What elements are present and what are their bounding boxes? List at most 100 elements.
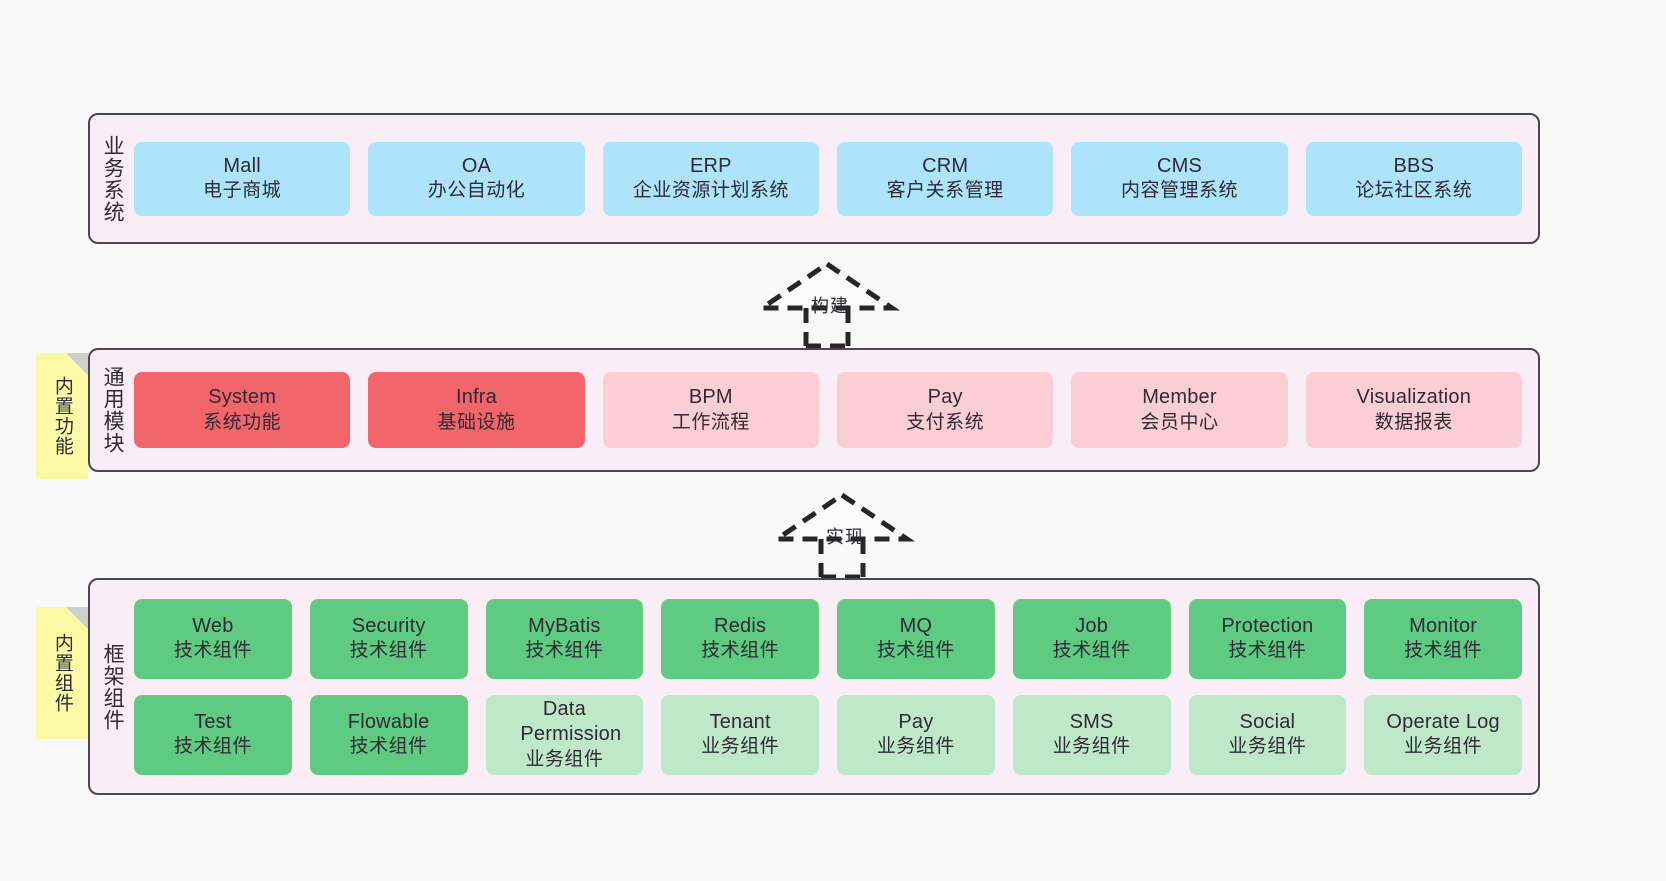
card-title-en: Flowable xyxy=(347,710,430,733)
card-title-cn: 支付系统 xyxy=(906,411,985,433)
card-title-cn: 技术组件 xyxy=(173,640,252,662)
card-protection[interactable]: Protection 技术组件 xyxy=(1188,598,1347,679)
card-infra[interactable]: Infra 基础设施 xyxy=(368,372,585,448)
layer-title-business-systems: 业务系统 xyxy=(101,134,125,223)
card-title-cn: 企业资源计划系统 xyxy=(632,180,789,202)
card-title-cn: 业务组件 xyxy=(876,736,955,758)
card-operate-log[interactable]: Operate Log 业务组件 xyxy=(1364,694,1522,775)
card-title-cn: 业务组件 xyxy=(1228,736,1307,758)
layer-business-systems: 业务系统 Mall 电子商城 OA 办公自动化 ERP 企业资源计划系统 CRM… xyxy=(88,113,1540,244)
card-data-permission[interactable]: Data Permission 业务组件 xyxy=(485,694,644,775)
card-title-cn: 内容管理系统 xyxy=(1120,180,1238,202)
card-title-en: CRM xyxy=(922,154,969,177)
card-sms[interactable]: SMS 业务组件 xyxy=(1012,694,1171,775)
card-title-cn: 技术组件 xyxy=(525,640,604,662)
generalization-arrow-icon xyxy=(768,491,916,579)
card-tenant[interactable]: Tenant 业务组件 xyxy=(661,694,819,775)
card-monitor[interactable]: Monitor 技术组件 xyxy=(1364,598,1522,679)
card-title-en: CMS xyxy=(1156,154,1202,177)
card-job[interactable]: Job 技术组件 xyxy=(1012,598,1171,679)
connector-implement-label: 实现 xyxy=(826,527,864,547)
card-title-cn: 论坛社区系统 xyxy=(1355,180,1473,202)
card-title-cn: 技术组件 xyxy=(876,640,955,662)
card-title-en: BBS xyxy=(1393,154,1435,177)
card-security[interactable]: Security 技术组件 xyxy=(309,598,468,679)
card-title-cn: 业务组件 xyxy=(1404,736,1483,758)
card-row: Mall 电子商城 OA 办公自动化 ERP 企业资源计划系统 CRM 客户关系… xyxy=(134,141,1522,216)
card-cms[interactable]: CMS 内容管理系统 xyxy=(1071,141,1288,216)
card-row: System 系统功能 Infra 基础设施 BPM 工作流程 Pay 支付系统… xyxy=(134,372,1522,448)
generalization-arrow-icon xyxy=(753,260,901,348)
card-test[interactable]: Test 技术组件 xyxy=(134,694,292,775)
layer-title-common-modules: 通用模块 xyxy=(101,366,125,454)
card-mall[interactable]: Mall 电子商城 xyxy=(134,141,351,216)
card-title-en: Data Permission xyxy=(520,697,622,746)
card-title-en: Job xyxy=(1075,614,1109,637)
card-title-en: Social xyxy=(1239,710,1296,733)
card-title-en: Pay xyxy=(927,386,963,409)
card-title-cn: 技术组件 xyxy=(349,736,428,758)
card-title-cn: 技术组件 xyxy=(1052,640,1131,662)
card-title-en: Member xyxy=(1142,386,1217,409)
card-title-cn: 业务组件 xyxy=(1052,736,1131,758)
card-title-cn: 业务组件 xyxy=(701,736,780,758)
card-title-cn: 办公自动化 xyxy=(427,180,526,202)
card-title-cn: 技术组件 xyxy=(1404,640,1483,662)
sticky-note-builtin-components: 内置组件 xyxy=(36,607,88,739)
card-title-en: MyBatis xyxy=(528,614,601,637)
card-title-en: Redis xyxy=(714,614,767,637)
card-web[interactable]: Web 技术组件 xyxy=(134,598,292,679)
card-oa[interactable]: OA 办公自动化 xyxy=(368,141,585,216)
card-title-en: Operate Log xyxy=(1386,710,1500,733)
card-title-en: Visualization xyxy=(1356,386,1472,409)
card-system[interactable]: System 系统功能 xyxy=(134,372,351,448)
card-title-en: Tenant xyxy=(709,710,771,733)
card-title-en: Security xyxy=(351,614,426,637)
card-visualization[interactable]: Visualization 数据报表 xyxy=(1305,372,1522,448)
card-flowable[interactable]: Flowable 技术组件 xyxy=(309,694,468,775)
connector-build xyxy=(752,258,902,348)
layer-common-modules: 通用模块 System 系统功能 Infra 基础设施 BPM 工作流程 Pay… xyxy=(88,348,1540,472)
card-pay-business[interactable]: Pay 业务组件 xyxy=(837,694,995,775)
card-title-cn: 技术组件 xyxy=(173,736,252,758)
card-social[interactable]: Social 业务组件 xyxy=(1188,694,1347,775)
card-bpm[interactable]: BPM 工作流程 xyxy=(602,372,819,448)
card-title-cn: 技术组件 xyxy=(349,640,428,662)
card-title-en: ERP xyxy=(689,154,732,177)
card-title-en: Infra xyxy=(455,386,497,409)
layer-framework-components: 框架组件 Web 技术组件 Security 技术组件 MyBatis 技术组件… xyxy=(88,578,1540,795)
card-pay[interactable]: Pay 支付系统 xyxy=(836,372,1054,448)
card-title-cn: 客户关系管理 xyxy=(886,180,1004,202)
card-title-cn: 基础设施 xyxy=(437,411,516,433)
card-title-cn: 技术组件 xyxy=(701,640,780,662)
card-mq[interactable]: MQ 技术组件 xyxy=(837,598,995,679)
card-redis[interactable]: Redis 技术组件 xyxy=(661,598,819,679)
card-crm[interactable]: CRM 客户关系管理 xyxy=(836,141,1054,216)
connector-build-label: 构建 xyxy=(811,296,849,316)
card-title-en: Web xyxy=(192,614,234,637)
card-title-cn: 会员中心 xyxy=(1140,411,1219,433)
card-title-en: Monitor xyxy=(1409,614,1478,637)
note-fold-corner-icon xyxy=(66,607,88,629)
sticky-note-builtin-features: 内置功能 xyxy=(36,353,88,479)
layer-body-business-systems: Mall 电子商城 OA 办公自动化 ERP 企业资源计划系统 CRM 客户关系… xyxy=(134,115,1538,242)
layer-body-common-modules: System 系统功能 Infra 基础设施 BPM 工作流程 Pay 支付系统… xyxy=(134,350,1538,470)
card-title-en: BPM xyxy=(688,386,733,409)
card-title-en: MQ xyxy=(899,614,933,637)
card-mybatis[interactable]: MyBatis 技术组件 xyxy=(485,598,644,679)
sticky-note-label: 内置组件 xyxy=(51,633,73,713)
card-row: Test 技术组件 Flowable 技术组件 Data Permission … xyxy=(134,694,1522,775)
card-title-cn: 系统功能 xyxy=(203,411,282,433)
card-title-cn: 数据报表 xyxy=(1374,411,1453,433)
card-bbs[interactable]: BBS 论坛社区系统 xyxy=(1305,141,1522,216)
card-member[interactable]: Member 会员中心 xyxy=(1071,372,1288,448)
card-title-en: Mall xyxy=(223,154,261,177)
card-erp[interactable]: ERP 企业资源计划系统 xyxy=(602,141,819,216)
sticky-note-label: 内置功能 xyxy=(51,376,73,456)
card-title-en: Pay xyxy=(898,710,934,733)
card-title-cn: 技术组件 xyxy=(1228,640,1307,662)
card-title-en: Protection xyxy=(1221,614,1314,637)
card-title-en: Test xyxy=(194,710,232,733)
card-row: Web 技术组件 Security 技术组件 MyBatis 技术组件 Redi… xyxy=(134,598,1522,679)
